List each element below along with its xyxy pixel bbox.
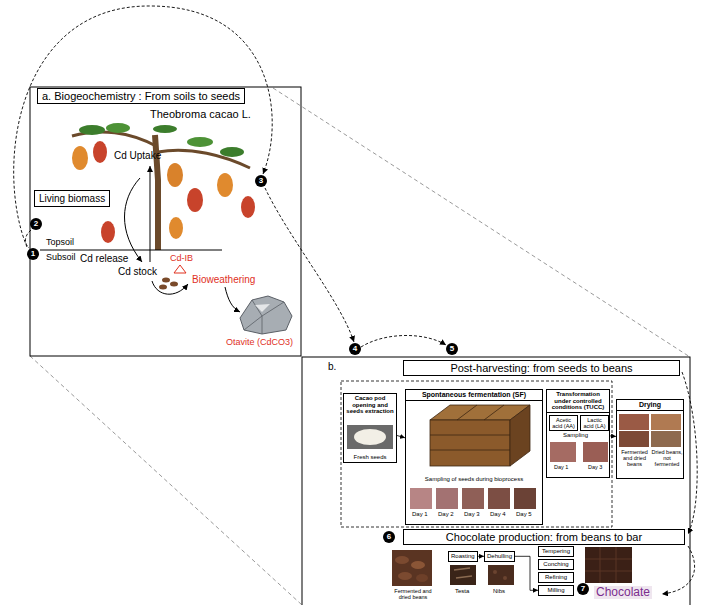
text-label: Topsoil	[46, 238, 74, 248]
process-box: Dehulling	[484, 551, 515, 562]
image-caption: Fresh seeds	[344, 454, 396, 461]
box-label: Lactic acid (LA)	[582, 417, 607, 429]
panel-frame	[302, 357, 690, 605]
text-label: Testa	[455, 588, 469, 595]
callout-links	[14, 6, 698, 594]
callout-number: 3	[255, 175, 267, 187]
box-label: Dehulling	[487, 553, 512, 560]
text-label: Dried beans, not fermented	[651, 449, 683, 467]
heading-text: Chocolate production: from beans to bar	[408, 531, 680, 543]
cacao-seeds	[159, 278, 178, 290]
text-label: Fermented and dried beans	[390, 588, 436, 600]
box-label: Milling	[541, 587, 571, 594]
callout-number: 2	[30, 218, 42, 230]
text-label: Day 1	[412, 511, 428, 518]
text-label: Sampling	[563, 432, 588, 439]
cd-flow-arrows	[125, 166, 241, 312]
section-heading: Chocolate production: from beans to bar	[403, 529, 685, 545]
soil-surface	[40, 250, 222, 251]
cacao-tree	[72, 123, 255, 250]
step-title: Spontaneous fermentation (SF)	[406, 390, 542, 401]
box-label: Acetic acid (AA)	[551, 417, 576, 429]
cd-ib-marker	[174, 265, 186, 273]
text-label: Otavite (CdCO3)	[226, 338, 293, 348]
text-label: Day 3	[464, 511, 480, 518]
callout-number: 4	[349, 343, 361, 355]
text-label: b.	[328, 361, 336, 372]
callout-number: 5	[446, 343, 458, 355]
text-label: Cd stock	[118, 266, 157, 277]
step-frame: Spontaneous fermentation (SF) Sampling of…	[405, 389, 543, 525]
text-label: Chocolate	[594, 586, 652, 599]
text-label: Fermented and dried beans	[619, 449, 650, 467]
step-title: Cacao pod opening and seeds extraction	[344, 394, 396, 416]
text-label: Cd-IB	[170, 254, 193, 264]
panel-frame	[30, 87, 301, 356]
label-box: Living biomass	[34, 190, 110, 207]
text-label: Cd Uptake	[114, 150, 161, 161]
text-label: Day 3	[588, 464, 602, 470]
text-label: Day 1	[554, 464, 568, 470]
text-label: Day 5	[516, 511, 532, 518]
process-box: Conching	[538, 559, 574, 570]
callout-number: 7	[577, 583, 589, 595]
text-label: Bioweathering	[192, 274, 255, 285]
process-box: Roasting	[448, 551, 478, 562]
bean-photos	[392, 550, 514, 586]
dashed-frame	[341, 381, 612, 527]
fermenter-crate	[430, 405, 530, 466]
callout-number: 6	[383, 531, 395, 543]
heading-text: a. Biogeochemistry : From soils to seeds	[42, 90, 240, 102]
text-label: Subsoil	[46, 253, 76, 263]
treatment-box: Lactic acid (LA)	[580, 415, 609, 431]
pod-photo	[347, 425, 393, 449]
otavite-rock	[240, 296, 292, 334]
chocolate-bar	[585, 547, 632, 583]
callout-number: 1	[27, 248, 39, 260]
box-label: Tempering	[541, 548, 571, 555]
treatment-box: Acetic acid (AA)	[549, 415, 578, 431]
box-label: Conching	[541, 561, 571, 568]
panel-heading: a. Biogeochemistry : From soils to seeds	[37, 88, 245, 104]
connector	[397, 436, 405, 438]
image-caption: Sampling of seeds during bioprocess	[406, 476, 542, 483]
step-title: Transformation under controlled conditio…	[547, 390, 609, 413]
connector	[515, 556, 538, 590]
text-label: Day 2	[438, 511, 454, 518]
process-box: Tempering	[538, 546, 574, 557]
box-label: Living biomass	[39, 193, 105, 204]
text-label: Nibs	[493, 588, 505, 595]
text-label: Day 4	[490, 511, 506, 518]
text-label: Cd release	[80, 253, 128, 264]
box-label: Refining	[541, 574, 571, 581]
box-label: Roasting	[451, 553, 475, 560]
process-box: Milling	[538, 585, 574, 596]
process-box: Refining	[538, 572, 574, 583]
text-label: Theobroma cacao L.	[150, 108, 251, 120]
section-heading: Post-harvesting: from seeds to beans	[403, 360, 680, 376]
heading-text: Post-harvesting: from seeds to beans	[408, 362, 675, 374]
step-title: Drying	[617, 400, 683, 411]
zoom-lines	[30, 88, 690, 605]
step-frame: Cacao pod opening and seeds extractionFr…	[343, 393, 397, 463]
